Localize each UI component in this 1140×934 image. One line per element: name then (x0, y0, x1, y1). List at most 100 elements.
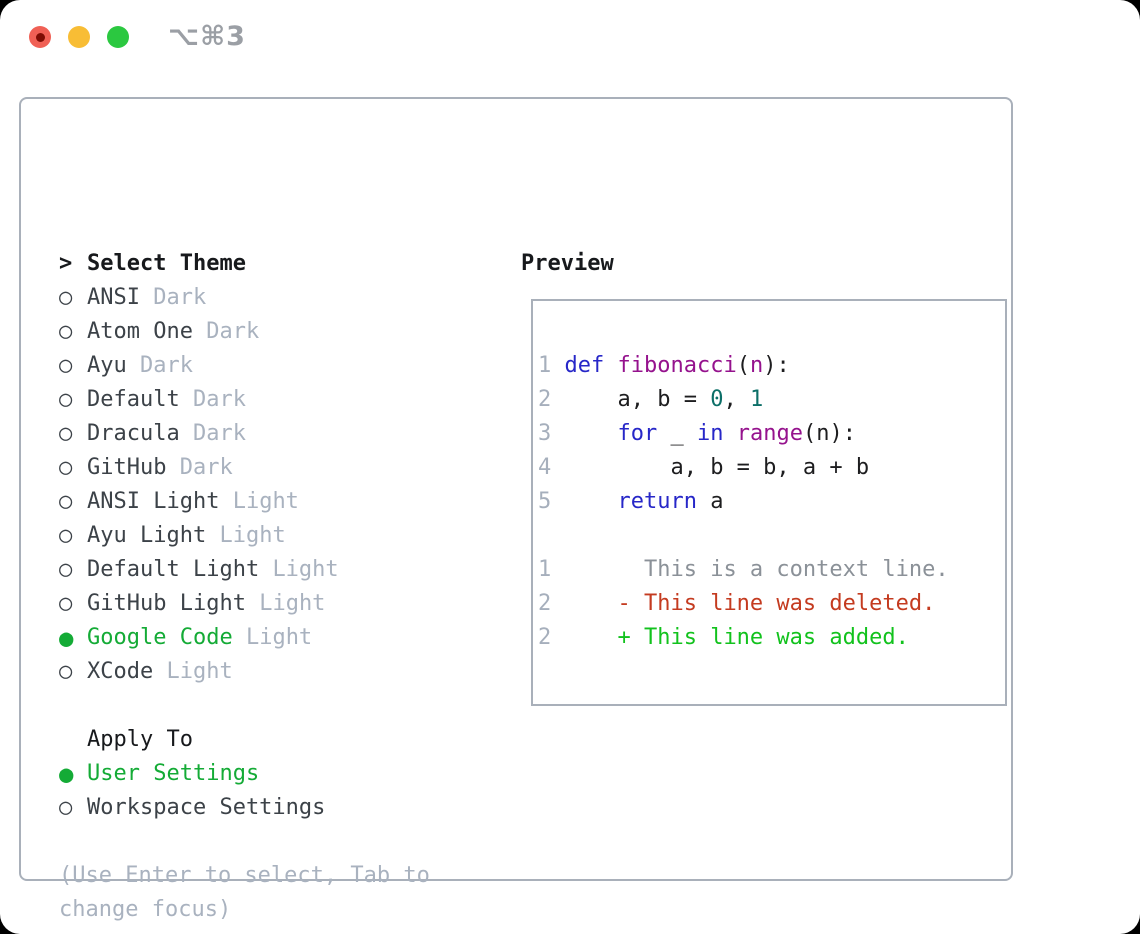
theme-name: Ayu Light (87, 523, 207, 548)
radio-unselected-icon: ○ (59, 795, 73, 820)
theme-variant-sep (219, 485, 232, 519)
radio-unselected-icon: ○ (59, 353, 73, 378)
spacer (59, 825, 430, 859)
theme-variant-sep (233, 621, 246, 655)
theme-option-github-light[interactable]: ○GitHub Light Light (59, 587, 430, 621)
spacer (59, 689, 430, 723)
theme-variant: Dark (140, 353, 193, 378)
apply-to-header: Apply To (59, 723, 430, 757)
radio-unselected-icon: ○ (59, 285, 73, 310)
theme-list-header-label: Select Theme (87, 251, 246, 276)
theme-list: >Select Theme○ANSI Dark○Atom One Dark○Ay… (59, 247, 430, 927)
help-text-line: (Use Enter to select, Tab to (59, 863, 430, 888)
theme-name: Default Light (87, 557, 260, 582)
code-line: 5 return a (538, 485, 1005, 519)
minimize-window-icon[interactable] (68, 26, 90, 48)
theme-option-ansi-light[interactable]: ○ ANSI Light Light (59, 485, 430, 519)
theme-option-ansi[interactable]: ○ ANSI Dark (59, 281, 430, 315)
theme-variant-sep (153, 655, 166, 689)
line-number: 2 (538, 625, 552, 650)
radio-unselected-icon: ○ (59, 455, 73, 480)
theme-name: ANSI (87, 285, 140, 310)
theme-option-atom-one[interactable]: ○Atom One Dark (59, 315, 430, 349)
line-number: 5 (538, 489, 552, 514)
radio-unselected-icon: ○ (59, 557, 73, 582)
code-token: in (696, 421, 724, 446)
apply-option-label: User Settings (87, 761, 260, 786)
blank-line (538, 519, 1005, 553)
theme-option-google-code[interactable]: ●Google Code Light (59, 621, 430, 655)
theme-variant-sep (127, 349, 140, 383)
theme-name: ANSI Light (87, 489, 220, 514)
code-token: a, b = b, a + b (564, 455, 870, 480)
theme-variant-sep (140, 281, 153, 315)
theme-variant: Light (166, 659, 233, 684)
line-gap (551, 625, 564, 650)
theme-variant-sep (180, 417, 193, 451)
code-line: 4 a, b = b, a + b (538, 451, 1005, 485)
line-gap (551, 591, 564, 616)
radio-unselected-icon: ○ (59, 387, 73, 412)
theme-option-ayu[interactable]: ○Ayu Dark (59, 349, 430, 383)
close-window-icon[interactable] (29, 26, 51, 48)
apply-to-indent (59, 723, 87, 757)
code-token: a, b = (564, 387, 711, 412)
code-token (723, 421, 736, 446)
theme-option-ayu-light[interactable]: ○Ayu Light Light (59, 519, 430, 553)
code-line: 2 a, b = 0, 1 (538, 383, 1005, 417)
theme-option-default-light[interactable]: ○ Default Light Light (59, 553, 430, 587)
theme-option-default[interactable]: ○Default Dark (59, 383, 430, 417)
line-gap (551, 387, 564, 412)
theme-name: Dracula (87, 421, 180, 446)
line-gap (551, 557, 564, 582)
theme-picker-panel: >Select Theme○ANSI Dark○Atom One Dark○Ay… (19, 97, 1013, 922)
diff-line-added: 2 + This line was added. (538, 621, 1005, 655)
theme-variant: Light (259, 591, 326, 616)
theme-variant: Dark (153, 285, 207, 310)
theme-variant: Dark (179, 455, 233, 480)
radio-selected-icon: ● (59, 624, 74, 652)
theme-variant-sep (259, 553, 272, 587)
theme-variant: Dark (192, 421, 246, 446)
line-number: 3 (538, 421, 552, 446)
line-number: 4 (538, 455, 552, 480)
code-token (565, 421, 618, 446)
theme-option-xcode[interactable]: ○XCode Light (59, 655, 430, 689)
theme-name: GitHub (87, 455, 167, 480)
code-token: n (749, 353, 764, 378)
line-number: 1 (538, 557, 552, 582)
theme-name: Atom One (87, 319, 193, 344)
theme-variant-sep (206, 519, 219, 553)
focus-caret-icon: > (59, 251, 73, 276)
theme-variant: Light (232, 489, 299, 514)
code-token (604, 353, 617, 378)
radio-unselected-icon: ○ (59, 659, 73, 684)
radio-unselected-icon: ○ (59, 591, 73, 616)
code-token (565, 489, 618, 514)
theme-option-dracula[interactable]: ○ Dracula Dark (59, 417, 430, 451)
theme-variant: Dark (206, 319, 260, 344)
code-token: (n): (802, 421, 856, 446)
help-text-line: change focus) (59, 897, 232, 922)
theme-option-github[interactable]: ○ GitHub Dark (59, 451, 430, 485)
diff-text: This is a context line. (564, 557, 949, 582)
radio-unselected-icon: ○ (59, 489, 73, 514)
diff-text: + This line was added. (564, 625, 909, 650)
code-token: , (723, 387, 750, 412)
line-gap (551, 353, 564, 378)
theme-variant: Light (272, 557, 339, 582)
code-token: fibonacci (617, 353, 737, 378)
radio-selected-icon: ● (59, 760, 74, 788)
theme-variant-sep (180, 383, 193, 417)
apply-option-user-settings[interactable]: ● User Settings (59, 757, 430, 791)
apply-option-workspace-settings[interactable]: ○Workspace Settings (59, 791, 430, 825)
theme-variant-sep (166, 451, 179, 485)
line-number: 2 (538, 591, 552, 616)
code-token: def (564, 353, 605, 378)
zoom-window-icon[interactable] (107, 26, 129, 48)
code-token: a (696, 489, 724, 514)
radio-unselected-icon: ○ (59, 421, 73, 446)
